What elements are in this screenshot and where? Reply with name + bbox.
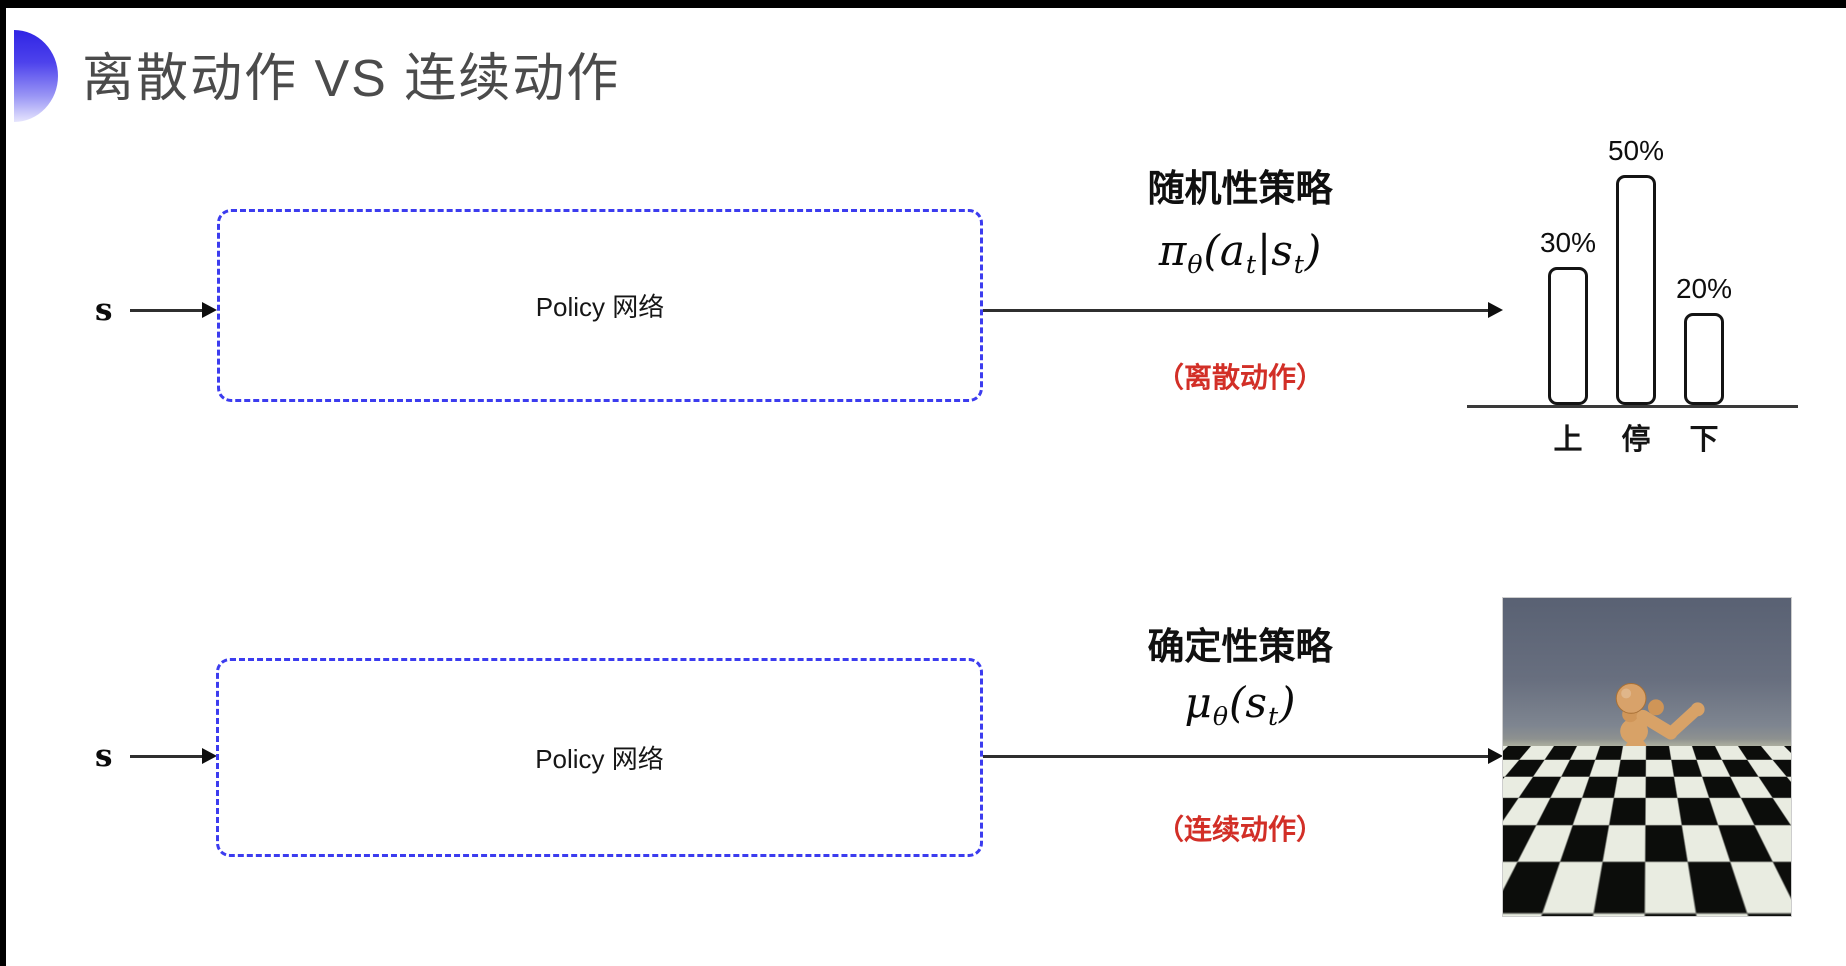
stochastic-input-arrowhead-icon bbox=[202, 302, 217, 318]
robot-right-thigh bbox=[1630, 775, 1677, 836]
bar-chart-category-labels: 上 停 下 bbox=[1548, 416, 1724, 458]
bar-stop bbox=[1616, 175, 1656, 405]
formula-arg2: s bbox=[1271, 226, 1293, 275]
formula-open-paren: ( bbox=[1229, 678, 1246, 727]
category-down: 下 bbox=[1689, 424, 1719, 456]
formula-arg-sub: t bbox=[1267, 701, 1279, 731]
formula-close-paren: ) bbox=[1279, 678, 1296, 727]
deterministic-input-arrow-line bbox=[130, 755, 202, 758]
robot-right-shin bbox=[1638, 822, 1676, 855]
deterministic-action-note: （连续动作） bbox=[1155, 814, 1324, 845]
sim-horizon-haze bbox=[1503, 739, 1791, 753]
robot-head bbox=[1615, 683, 1647, 714]
title-accent-icon bbox=[14, 30, 58, 122]
formula-symbol: π bbox=[1158, 226, 1187, 275]
bar-column: 20% bbox=[1676, 273, 1732, 405]
left-black-edge bbox=[0, 0, 6, 966]
deterministic-output-arrow-line bbox=[983, 755, 1489, 758]
humanoid-simulation-image bbox=[1502, 597, 1792, 917]
formula-param-sub: θ bbox=[1212, 701, 1228, 731]
deterministic-policy-name: 确定性策略 bbox=[1147, 626, 1333, 667]
formula-arg1-sub: t bbox=[1245, 249, 1257, 279]
bar-down bbox=[1684, 313, 1724, 405]
bar-value-label: 30% bbox=[1539, 227, 1597, 258]
action-probability-bar-chart: 30% 50% 20% bbox=[1540, 100, 1732, 405]
page-title: 离散动作 VS 连续动作 bbox=[82, 50, 621, 108]
formula-arg2-sub: t bbox=[1293, 249, 1304, 279]
formula-open-paren: ( bbox=[1203, 226, 1220, 275]
robot-left-shin bbox=[1586, 829, 1646, 845]
stochastic-output-arrowhead-icon bbox=[1488, 302, 1503, 318]
stochastic-policy-formula: πθ(at|st) bbox=[1060, 226, 1420, 279]
robot-shadow bbox=[1593, 855, 1677, 874]
formula-symbol: μ bbox=[1184, 678, 1212, 727]
robot-forearm bbox=[1664, 705, 1701, 740]
stochastic-output-arrow-line bbox=[983, 309, 1489, 312]
deterministic-input-label: s bbox=[95, 738, 113, 774]
formula-arg: s bbox=[1245, 678, 1267, 727]
deterministic-output-arrowhead-icon bbox=[1488, 748, 1503, 764]
formula-arg1: a bbox=[1219, 226, 1245, 275]
stochastic-policy-network-box: Policy 网络 bbox=[217, 209, 983, 402]
top-black-edge bbox=[0, 0, 1846, 8]
stochastic-policy-name: 随机性策略 bbox=[1147, 168, 1333, 209]
robot-left-thigh bbox=[1624, 778, 1653, 837]
deterministic-policy-formula: μθ(st) bbox=[1060, 678, 1420, 731]
bar-up bbox=[1548, 267, 1588, 405]
robot-chest bbox=[1620, 718, 1648, 745]
sim-floor-reflection bbox=[1528, 886, 1658, 906]
deterministic-policy-network-label: Policy 网络 bbox=[535, 744, 664, 774]
category-up: 上 bbox=[1553, 424, 1583, 456]
deterministic-policy-network-box: Policy 网络 bbox=[216, 658, 983, 857]
bar-column: 30% bbox=[1540, 227, 1596, 405]
stochastic-input-arrow-line bbox=[130, 309, 202, 312]
formula-bar: | bbox=[1257, 226, 1272, 275]
bar-value-label: 20% bbox=[1675, 273, 1733, 304]
bar-chart-axis-line bbox=[1467, 405, 1798, 408]
deterministic-input-arrowhead-icon bbox=[202, 748, 217, 764]
bar-value-label: 50% bbox=[1607, 135, 1665, 166]
formula-close-paren: ) bbox=[1304, 226, 1322, 275]
category-stop: 停 bbox=[1621, 424, 1651, 456]
stochastic-policy-network-label: Policy 网络 bbox=[535, 292, 665, 322]
robot-fist bbox=[1647, 699, 1664, 716]
robot-hand bbox=[1690, 702, 1705, 717]
bar-column: 50% bbox=[1608, 135, 1664, 405]
stochastic-input-label: s bbox=[95, 292, 113, 328]
stochastic-action-note: （离散动作） bbox=[1155, 362, 1324, 393]
humanoid-robot-figure bbox=[1586, 683, 1705, 874]
formula-param-sub: θ bbox=[1187, 249, 1203, 279]
